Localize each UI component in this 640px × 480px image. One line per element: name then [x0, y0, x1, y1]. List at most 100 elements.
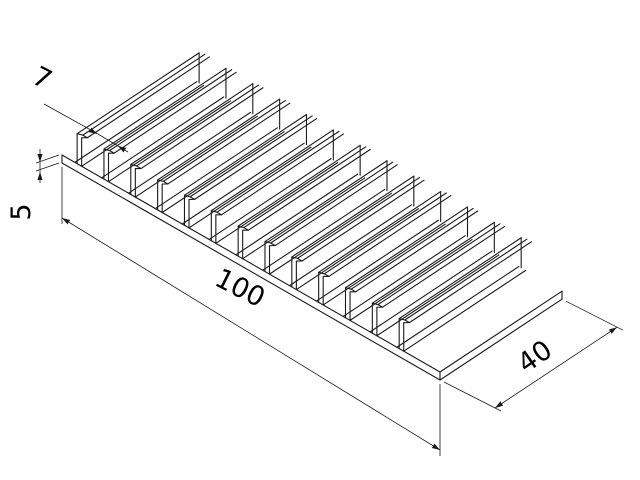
thickness-arrow-bottom: [37, 172, 43, 180]
fin-top-edge: [344, 206, 469, 289]
fin-lip-edge: [404, 238, 528, 321]
pitch-arrow-first: [88, 127, 97, 134]
dimension-base-thickness-label: 5: [6, 203, 37, 220]
fin-root-shadow-edge: [262, 188, 386, 271]
fin-lip-edge: [377, 223, 501, 306]
fin-root-edge: [215, 161, 339, 244]
fin-root-edge: [81, 84, 205, 167]
fin-root-edge: [268, 192, 393, 275]
fin-lip-edge: [82, 53, 206, 136]
fin-root-shadow-edge: [315, 219, 439, 302]
fin-lip-edge: [189, 115, 313, 198]
fin-lip-edge: [109, 69, 233, 152]
pitch-arrow-second: [118, 146, 127, 153]
fin-lip-edge: [243, 146, 367, 229]
fin-root-shadow-edge: [74, 81, 198, 163]
fin-root-edge: [403, 269, 527, 352]
fin-lip-back-edge: [328, 195, 452, 277]
fin-lip-back-edge: [140, 87, 264, 170]
fin-root-edge: [242, 177, 366, 260]
fin-root-edge: [107, 100, 232, 183]
fin-front-profile: [210, 210, 223, 244]
fin-root-edge: [322, 223, 446, 306]
fin-lip-back-edge: [381, 225, 506, 308]
fin-front-profile: [237, 225, 249, 260]
fin-lip-back-edge: [167, 102, 291, 185]
fin-lip-back-edge: [408, 241, 532, 324]
fin-lip-edge: [323, 192, 447, 275]
length-dimension-line: [61, 217, 441, 451]
fin-top-edge: [318, 190, 442, 273]
fin-front-profile: [103, 148, 115, 183]
fin-front-profile: [318, 271, 330, 306]
fin-root-shadow-edge: [369, 250, 493, 333]
fin-front-profile: [291, 256, 303, 291]
length-arrow-right: [431, 443, 440, 450]
fin-lip-back-edge: [301, 179, 425, 262]
fin-root-shadow-edge: [289, 204, 413, 287]
fin-root-edge: [376, 254, 500, 337]
fin-root-shadow-edge: [181, 142, 305, 225]
fin-root-shadow-edge: [101, 96, 225, 179]
fin-top-edge: [237, 144, 361, 227]
fin-front-profile: [76, 133, 88, 167]
width-extension-back: [565, 300, 624, 331]
fin-top-edge: [157, 98, 281, 181]
fin-front-profile: [157, 179, 169, 214]
width-arrow-front: [495, 401, 504, 408]
fin-root-edge: [188, 146, 312, 229]
fin-top-edge: [371, 221, 495, 304]
fin-root-shadow-edge: [127, 111, 252, 194]
dimension-lines: [35, 103, 624, 456]
width-arrow-back: [608, 327, 617, 334]
fin-front-profile: [344, 287, 357, 321]
fin-lip-back-edge: [220, 133, 345, 216]
fin-lip-back-edge: [274, 164, 398, 247]
length-arrow-left: [62, 218, 71, 225]
fin-lip-edge: [350, 207, 474, 290]
fin-top-edge: [264, 160, 388, 243]
fin-root-shadow-edge: [154, 127, 278, 210]
fin-root-shadow-edge: [396, 265, 520, 348]
fin-lip-back-edge: [113, 71, 237, 154]
fin-root-edge: [134, 115, 258, 198]
fin-top-edge: [210, 129, 334, 212]
fin-front-profile: [183, 194, 196, 229]
fin-lip-edge: [216, 130, 340, 213]
fin-root-edge: [295, 208, 419, 291]
heatsink-body: [61, 154, 563, 381]
base-top-edge: [61, 154, 563, 373]
fin-lip-back-edge: [194, 118, 318, 200]
fin-front-profile: [371, 302, 384, 337]
fin-root-shadow-edge: [235, 173, 359, 256]
width-extension-front: [443, 381, 502, 412]
fin-lip-edge: [296, 177, 421, 259]
thickness-arrow-top: [37, 154, 43, 162]
fin-top-edge: [291, 175, 415, 258]
fin-root-edge: [349, 239, 473, 321]
fin-lip-back-edge: [86, 56, 210, 139]
fin-root-shadow-edge: [208, 158, 332, 240]
fin-lip-edge: [135, 84, 260, 167]
fin-root-edge: [161, 131, 285, 214]
fin-front-profile: [130, 163, 142, 198]
dimension-fin-pitch-label: 7: [27, 61, 56, 96]
fin-array: [74, 52, 532, 352]
dimension-length-label: 100: [210, 263, 270, 314]
fin-front-profile: [398, 318, 410, 352]
fin-lip-back-edge: [247, 148, 371, 231]
fin-root-shadow-edge: [342, 235, 466, 317]
fin-lip-edge: [162, 100, 286, 182]
dimension-width-label: 40: [512, 334, 558, 379]
fin-top-edge: [398, 237, 522, 320]
fin-lip-back-edge: [355, 210, 479, 293]
fin-top-edge: [183, 113, 308, 196]
thickness-extension-bottom: [35, 162, 60, 172]
width-dimension-line: [494, 326, 618, 409]
fin-front-profile: [264, 240, 276, 275]
fin-lip-edge: [270, 161, 394, 244]
fin-top-edge: [130, 83, 254, 166]
pitch-leader-line: [43, 103, 99, 135]
fin-top-edge: [76, 52, 200, 135]
